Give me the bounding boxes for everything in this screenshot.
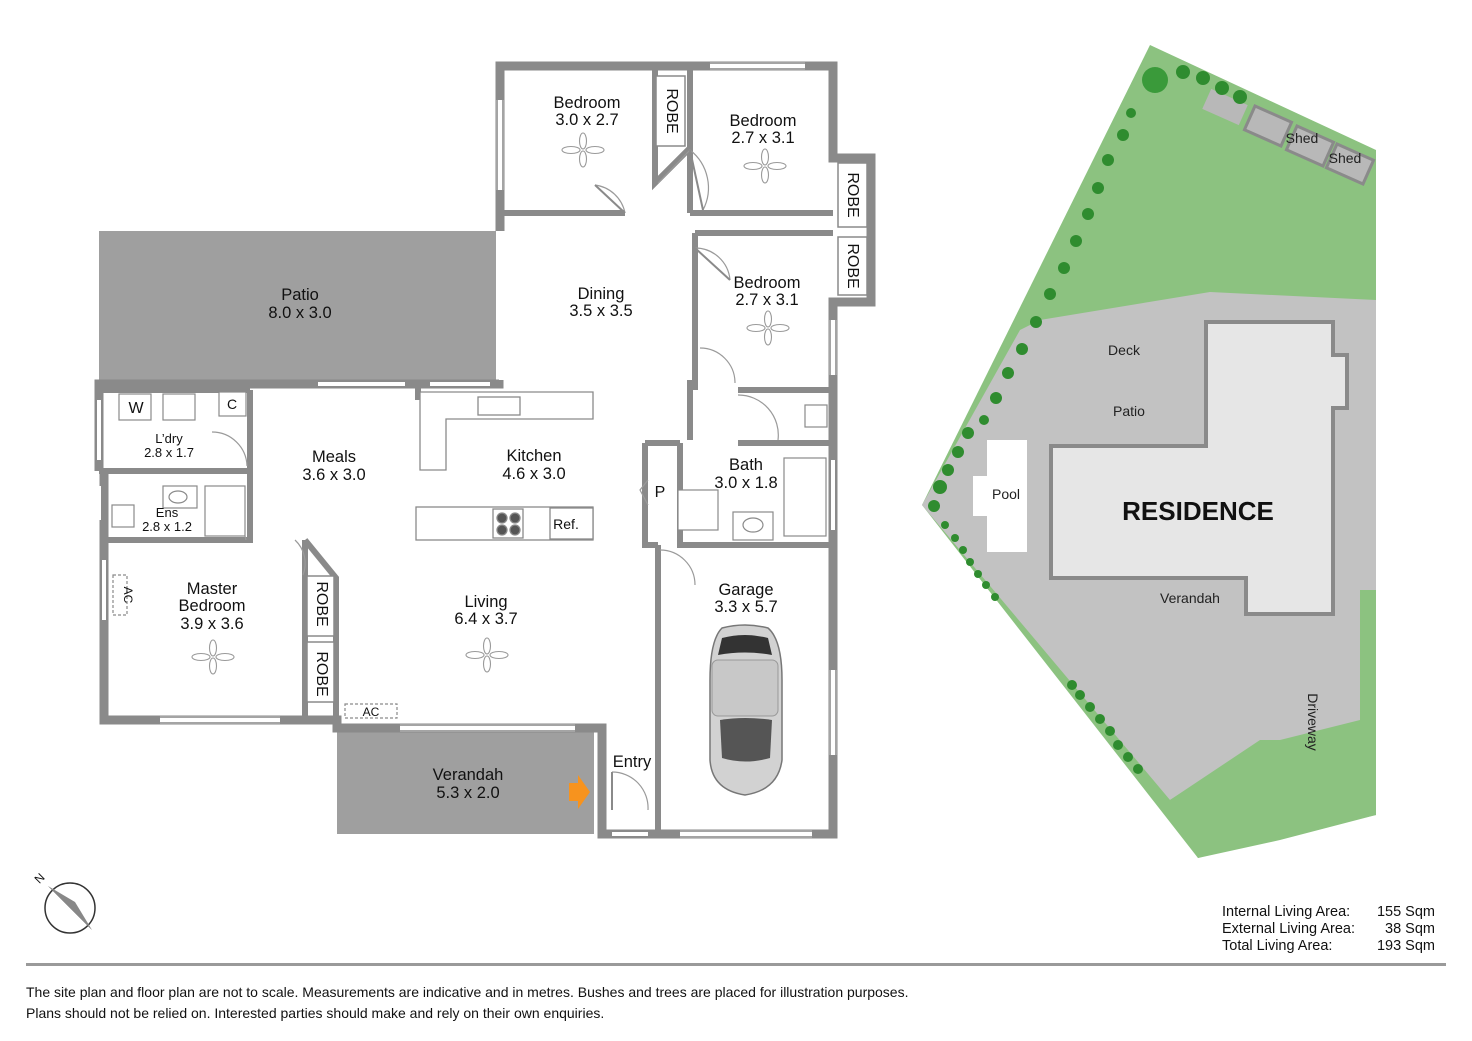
area-row-total: Total Living Area: 193 Sqm — [1222, 938, 1435, 955]
area-label: Internal Living Area: — [1222, 904, 1351, 920]
room-dim-living: 6.4 x 3.7 — [454, 610, 517, 628]
room-dim-patio: 8.0 x 3.0 — [268, 304, 331, 322]
area-row-internal: Internal Living Area: 155 Sqm — [1222, 904, 1435, 921]
room-name-laundry: L’dry — [155, 431, 183, 446]
room-name-master-2: Bedroom — [179, 597, 246, 615]
sheds — [1202, 88, 1376, 186]
site-patio-label: Patio — [1113, 403, 1145, 419]
patio-area — [99, 231, 496, 380]
disclaimer-line-1: The site plan and floor plan are not to … — [26, 984, 909, 1000]
compass: N — [32, 870, 96, 934]
ceiling-fans — [191, 132, 790, 675]
room-dim-verandah: 5.3 x 2.0 — [436, 784, 499, 802]
washer-label: W — [128, 400, 144, 417]
robe-labels: ROBE ROBE ROBE ROBE ROBE — [313, 88, 861, 696]
robe-label-1: ROBE — [663, 88, 680, 133]
room-name-verandah: Verandah — [433, 766, 504, 784]
ac-label-living: AC — [363, 705, 380, 719]
small-room-labels: L’dry 2.8 x 1.7 Ens 2.8 x 1.2 — [142, 431, 194, 534]
room-name-entry: Entry — [613, 753, 652, 771]
site-plan: RESIDENCE Deck Patio Pool Verandah Drive… — [922, 45, 1376, 858]
room-name-dining: Dining — [578, 285, 625, 303]
door-leaves — [594, 149, 731, 810]
room-name-bedroom-b: Bedroom — [730, 112, 797, 130]
verandah-area — [337, 728, 594, 834]
room-dim-bath: 3.0 x 1.8 — [714, 474, 777, 492]
disclaimer: The site plan and floor plan are not to … — [26, 982, 909, 1024]
room-name-kitchen: Kitchen — [506, 447, 561, 465]
pool-shape — [987, 440, 1027, 552]
room-dim-meals: 3.6 x 3.0 — [302, 466, 365, 484]
interior-walls — [99, 66, 833, 834]
kitchen-benches — [415, 391, 594, 541]
robe-label-3: ROBE — [844, 243, 861, 288]
compass-ring — [44, 882, 96, 934]
site-pool-label: Pool — [992, 486, 1020, 502]
window-lines — [160, 62, 837, 838]
room-name-bedroom-c: Bedroom — [734, 274, 801, 292]
area-value: 193 Sqm — [1376, 938, 1435, 954]
area-row-external: External Living Area: 38 Sqm — [1222, 921, 1435, 938]
area-label: External Living Area: — [1222, 921, 1355, 937]
fixture-labels: W C P Ref. AC AC — [121, 396, 665, 719]
cupboard-label: C — [227, 396, 237, 412]
room-name-bedroom-a: Bedroom — [554, 94, 621, 112]
robe-label-2: ROBE — [844, 172, 861, 217]
residence-footprint — [1049, 320, 1349, 616]
robes — [306, 75, 868, 703]
room-dim-ensuite: 2.8 x 1.2 — [142, 519, 192, 534]
robe-label-4: ROBE — [313, 581, 330, 626]
car-icon — [709, 624, 783, 796]
site-verandah-label: Verandah — [1160, 590, 1220, 606]
room-dim-master: 3.9 x 3.6 — [180, 615, 243, 633]
site-shed-label-1: Shed — [1286, 130, 1319, 146]
footer-divider — [26, 963, 1446, 966]
room-labels: Bedroom 3.0 x 2.7 Bedroom 2.7 x 3.1 Bedr… — [179, 94, 801, 802]
room-dim-bedroom-a: 3.0 x 2.7 — [555, 111, 618, 129]
room-dim-kitchen: 4.6 x 3.0 — [502, 465, 565, 483]
room-name-meals: Meals — [312, 448, 356, 466]
disclaimer-line-2: Plans should not be relied on. Intereste… — [26, 1005, 605, 1021]
site-driveway-label: Driveway — [1305, 693, 1321, 751]
room-name-ensuite: Ens — [156, 505, 179, 520]
room-dim-bedroom-c: 2.7 x 3.1 — [735, 291, 798, 309]
room-name-living: Living — [464, 593, 507, 611]
fridge-label: Ref. — [553, 516, 579, 532]
room-dim-dining: 3.5 x 3.5 — [569, 302, 632, 320]
area-value: 38 Sqm — [1385, 921, 1435, 937]
area-value: 155 Sqm — [1376, 904, 1435, 920]
area-summary: Internal Living Area: 155 Sqm External L… — [1222, 904, 1435, 955]
room-dim-garage: 3.3 x 5.7 — [714, 598, 777, 616]
room-name-master-1: Master — [187, 580, 238, 598]
windows — [97, 64, 835, 836]
room-dim-bedroom-b: 2.7 x 3.1 — [731, 129, 794, 147]
site-residence-label: RESIDENCE — [1122, 496, 1274, 526]
trees — [928, 65, 1247, 774]
site-deck-label: Deck — [1108, 342, 1141, 358]
laundry-fixtures — [111, 391, 828, 719]
pantry-label: P — [655, 484, 666, 501]
door-swings — [211, 149, 779, 811]
entry-arrow-icon — [569, 775, 590, 809]
ac-label-master: AC — [121, 587, 135, 604]
room-name-garage: Garage — [718, 581, 773, 599]
room-name-patio: Patio — [281, 286, 319, 304]
site-shed-label-2: Shed — [1329, 150, 1362, 166]
room-dim-laundry: 2.8 x 1.7 — [144, 445, 194, 460]
robe-label-5: ROBE — [313, 651, 330, 696]
floor-plan: Bedroom 3.0 x 2.7 Bedroom 2.7 x 3.1 Bedr… — [94, 61, 876, 839]
compass-north-label: N — [32, 870, 48, 886]
room-name-bath: Bath — [729, 456, 763, 474]
area-label: Total Living Area: — [1222, 938, 1333, 954]
